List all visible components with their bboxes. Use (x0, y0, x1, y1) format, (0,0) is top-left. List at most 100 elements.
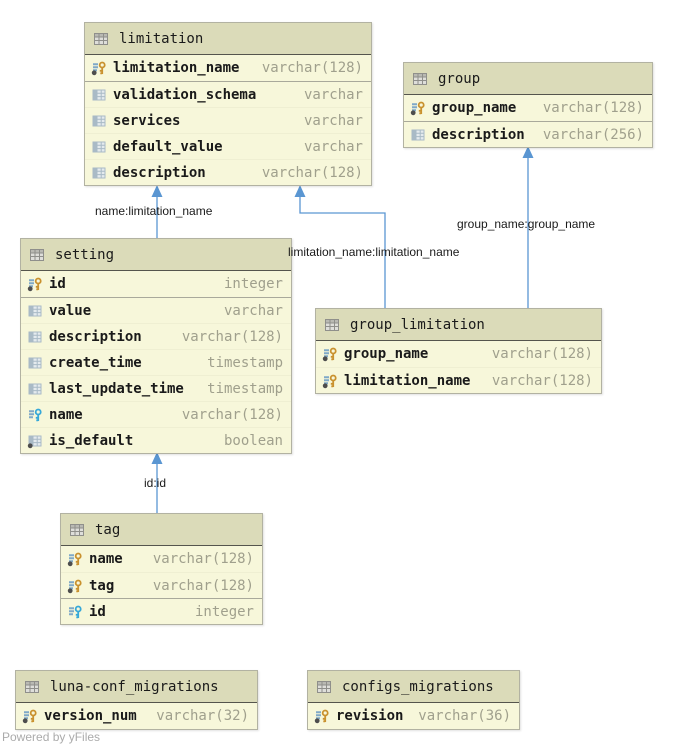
column-type: integer (194, 603, 254, 620)
table-header[interactable]: tag (61, 514, 262, 546)
column-type: varchar(128) (491, 372, 593, 389)
column-icon (28, 357, 42, 368)
relationship-edge[interactable] (299, 197, 386, 308)
column-name: version_num (44, 708, 137, 724)
column-type: varchar(32) (156, 708, 249, 724)
table-name: configs_migrations (342, 678, 494, 695)
column-type: varchar(128) (152, 577, 254, 594)
column-type: integer (223, 276, 283, 292)
column-name: name (49, 406, 83, 423)
column-row[interactable]: version_num varchar(32) (16, 703, 257, 729)
column-name: description (432, 126, 525, 143)
column-type: varchar(128) (181, 328, 283, 345)
primary-key-icon (27, 277, 42, 292)
arrowhead-icon (522, 146, 534, 158)
column-row[interactable]: name varchar(128) (21, 401, 291, 427)
column-name: default_value (113, 138, 223, 155)
column-name: description (49, 328, 142, 345)
table-header[interactable]: group (404, 63, 652, 95)
column-name: group_name (432, 100, 517, 116)
table-icon (25, 680, 39, 693)
table-icon (317, 680, 331, 693)
edge-label: limitation_name:limitation_name (288, 245, 460, 259)
column-type: varchar(128) (261, 164, 363, 181)
table-header[interactable]: limitation (85, 23, 371, 55)
primary-key-icon (67, 552, 82, 567)
column-name: value (49, 302, 92, 319)
primary-key-icon (91, 61, 106, 76)
primary-key-icon (314, 709, 329, 724)
column-name: group_name (344, 346, 429, 362)
edge-label: id:id (144, 476, 167, 490)
table-header[interactable]: configs_migrations (308, 671, 519, 703)
column-row[interactable]: validation_schema varchar (85, 81, 371, 107)
column-name: is_default (49, 432, 134, 449)
column-notnull-icon (27, 435, 42, 448)
table-name: limitation (119, 30, 204, 47)
table-node-luna-conf_migrations[interactable]: luna-conf_migrations version_num varchar(3… (15, 670, 258, 730)
column-name: last_update_time (49, 380, 184, 397)
column-row[interactable]: limitation_name varchar(128) (85, 55, 371, 81)
primary-key-icon (22, 709, 37, 724)
column-type: timestamp (207, 354, 283, 371)
column-type: varchar(128) (152, 551, 254, 567)
table-node-group[interactable]: group group_name varchar(128) description va… (403, 62, 653, 148)
table-icon (70, 523, 84, 536)
column-icon (92, 167, 106, 178)
column-icon (92, 115, 106, 126)
yfiles-credit-link[interactable]: Powered by yFiles (2, 730, 101, 744)
column-row[interactable]: description varchar(256) (404, 121, 652, 147)
column-row[interactable]: last_update_time timestamp (21, 375, 291, 401)
column-name: revision (336, 708, 404, 724)
column-icon (28, 331, 42, 342)
column-row[interactable]: group_name varchar(128) (404, 95, 652, 121)
column-type: varchar(36) (418, 708, 511, 724)
column-icon (92, 141, 106, 152)
column-type: timestamp (207, 380, 283, 397)
column-row[interactable]: is_default boolean (21, 427, 291, 453)
column-type: boolean (223, 432, 283, 449)
column-row[interactable]: id integer (61, 598, 262, 624)
table-header[interactable]: setting (21, 239, 291, 271)
column-row[interactable]: description varchar(128) (21, 323, 291, 349)
column-icon (411, 129, 425, 140)
table-node-configs_migrations[interactable]: configs_migrations revision varchar(36) (307, 670, 520, 730)
arrowhead-icon (294, 185, 306, 197)
column-name: create_time (49, 354, 142, 371)
column-type: varchar(256) (542, 126, 644, 143)
foreign-key-icon (29, 408, 42, 421)
column-row[interactable]: create_time timestamp (21, 349, 291, 375)
table-icon (325, 318, 339, 331)
column-name: limitation_name (113, 60, 240, 76)
primary-key-icon (322, 374, 337, 388)
column-name: id (89, 603, 106, 620)
column-type: varchar(128) (181, 406, 283, 423)
primary-key-icon (67, 579, 82, 593)
column-name: description (113, 164, 206, 181)
column-type: varchar(128) (491, 346, 593, 362)
table-header[interactable]: luna-conf_migrations (16, 671, 257, 703)
column-row[interactable]: group_name varchar(128) (316, 341, 601, 367)
column-type: varchar (303, 86, 363, 103)
column-row[interactable]: value varchar (21, 297, 291, 323)
table-header[interactable]: group_limitation (316, 309, 601, 341)
column-type: varchar (223, 302, 283, 319)
column-row[interactable]: revision varchar(36) (308, 703, 519, 729)
column-name: validation_schema (113, 86, 257, 103)
table-icon (413, 72, 427, 85)
column-row[interactable]: description varchar(128) (85, 159, 371, 185)
column-type: varchar(128) (261, 60, 363, 76)
column-type: varchar(128) (542, 100, 644, 116)
